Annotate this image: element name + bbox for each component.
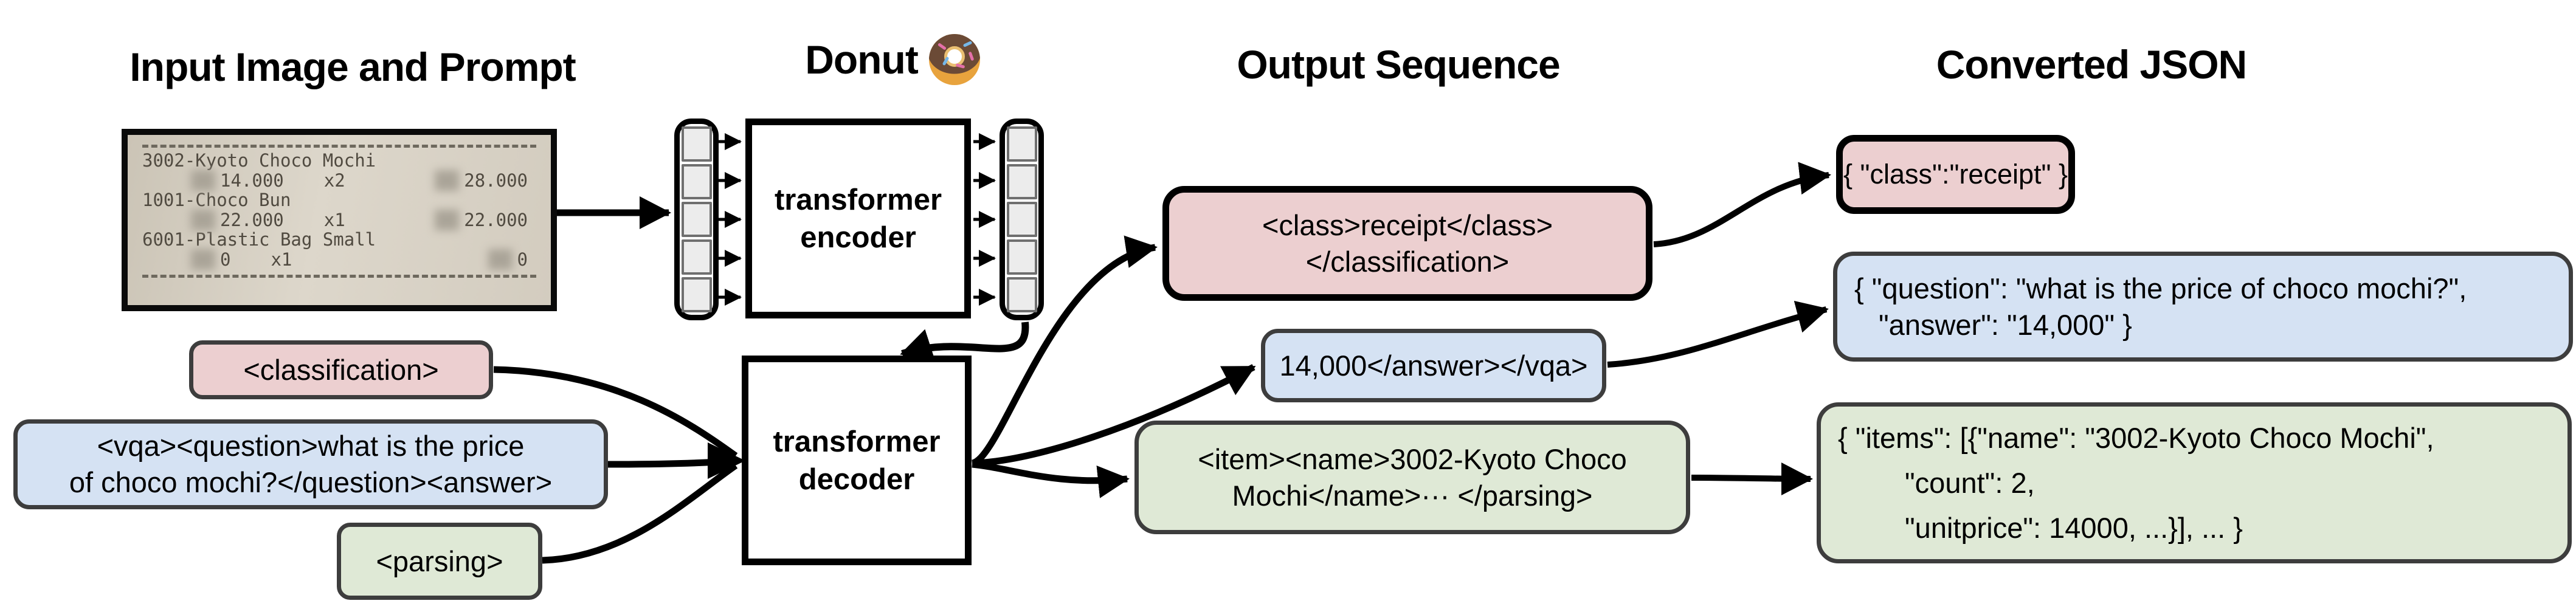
arrow-prompt-classification	[493, 366, 738, 459]
receipt-image: 3002-Kyoto Choco Mochi 14.000 x2 28.000 1…	[122, 129, 557, 311]
donut-icon	[928, 34, 980, 85]
receipt-unitprice: 22.000	[220, 209, 284, 230]
donut-sprinkle	[962, 41, 973, 47]
prompt-classification-box: <classification>	[189, 340, 493, 399]
prompt-classification-text: <classification>	[243, 353, 439, 386]
patch-token	[1006, 164, 1037, 199]
receipt-divider	[142, 275, 536, 278]
redaction-blur	[488, 249, 513, 270]
json-parsing-line3: "unitprice": 14000, ...}], ... }	[1905, 511, 2243, 544]
output-parsing-line2: Mochi</name>··· </parsing>	[1232, 479, 1593, 512]
prompt-vqa-line1: <vqa><question>what is the price	[97, 430, 525, 462]
json-parsing-box: { "items": [{"name": "3002-Kyoto Choco M…	[1817, 402, 2572, 563]
transformer-encoder-box: transformer encoder	[745, 119, 971, 318]
column-title-json: Converted JSON	[1936, 42, 2247, 87]
encoded-patch-tokens	[1000, 119, 1044, 320]
arrow-prompt-parsing	[542, 462, 738, 564]
receipt-unitprice: 0	[220, 249, 231, 270]
json-vqa-box: { "question": "what is the price of choc…	[1833, 252, 2573, 362]
column-title-input: Input Image and Prompt	[129, 44, 576, 89]
prompt-parsing-box: <parsing>	[337, 523, 542, 600]
prompt-vqa-line2: of choco mochi?</question><answer>	[69, 466, 553, 498]
patch-token	[1006, 239, 1037, 275]
arrow-vqa-output-to-json	[1607, 300, 1829, 368]
receipt-total: 22.000	[464, 209, 528, 230]
output-classification-line2: </classification>	[1305, 245, 1510, 278]
decoder-label-line1: transformer	[773, 425, 941, 458]
patch-token	[1006, 277, 1037, 312]
receipt-item-price-row: 14.000 x2 28.000	[142, 170, 536, 191]
redaction-blur	[435, 170, 460, 191]
arrow-decoder-to-class-output	[971, 235, 1158, 467]
donut-sprinkle	[955, 63, 965, 69]
receipt-qty: x1	[271, 249, 292, 270]
receipt-item-price-row: 22.000 x1 22.000	[142, 210, 536, 230]
arrow-encoder-to-decoder	[900, 321, 1029, 361]
redaction-blur	[191, 249, 215, 270]
redaction-blur	[435, 210, 460, 230]
receipt-item-price-row: 0 x1 0	[142, 249, 536, 270]
input-patch-tokens	[674, 119, 719, 320]
json-classification-box: { "class":"receipt" }	[1836, 135, 2075, 214]
patch-token	[681, 239, 712, 275]
redaction-blur	[191, 210, 215, 230]
json-vqa-line2: "answer": "14,000" }	[1879, 308, 2132, 341]
patch-token	[681, 202, 712, 237]
receipt-total: 0	[517, 249, 528, 270]
output-parsing-line1: <item><name>3002-Kyoto Choco	[1198, 442, 1627, 475]
arrow-decoder-to-vqa-output	[972, 364, 1256, 467]
output-vqa-box: 14,000</answer></vqa>	[1261, 329, 1606, 402]
receipt-item-name: 3002-Kyoto Choco Mochi	[142, 150, 376, 171]
patch-token	[681, 164, 712, 199]
json-parsing-line1: { "items": [{"name": "3002-Kyoto Choco M…	[1838, 421, 2434, 454]
json-classification-text: { "class":"receipt" }	[1843, 159, 2068, 190]
receipt-item-name: 6001-Plastic Bag Small	[142, 229, 376, 250]
patch-token	[1006, 126, 1037, 162]
receipt-total: 28.000	[464, 170, 528, 191]
receipt-item-name: 1001-Choco Bun	[142, 190, 291, 210]
transformer-decoder-box: transformer decoder	[742, 356, 972, 565]
redaction-blur	[191, 170, 215, 191]
output-parsing-box: <item><name>3002-Kyoto Choco Mochi</name…	[1134, 421, 1690, 534]
prompt-parsing-text: <parsing>	[376, 545, 503, 577]
column-title-output: Output Sequence	[1237, 42, 1560, 87]
receipt-unitprice: 14.000	[220, 170, 284, 191]
donut-sprinkle	[937, 43, 947, 50]
receipt-qty: x2	[323, 170, 345, 191]
patch-token	[1006, 202, 1037, 237]
arrow-prompts-merge-head	[708, 442, 745, 479]
encoder-label-line1: transformer	[774, 183, 942, 216]
arrow-parsing-output-to-json	[1691, 462, 1813, 495]
output-classification-line1: <class>receipt</class>	[1262, 208, 1553, 241]
output-classification-box: <class>receipt</class> </classification>	[1162, 186, 1652, 301]
patch-token	[681, 277, 712, 312]
donut-sprinkle	[942, 56, 950, 66]
patch-token	[681, 126, 712, 162]
model-title-text: Donut	[805, 37, 919, 82]
json-parsing-line2: "count": 2,	[1905, 466, 2035, 499]
json-vqa-line1: { "question": "what is the price of choc…	[1854, 272, 2467, 304]
arrow-class-output-to-json	[1653, 162, 1831, 247]
arrow-decoder-to-parsing-output	[972, 461, 1130, 498]
output-vqa-text: 14,000</answer></vqa>	[1279, 349, 1588, 382]
donut-sprinkle	[968, 51, 975, 61]
prompt-vqa-box: <vqa><question>what is the price of choc…	[13, 419, 608, 509]
decoder-label-line2: decoder	[798, 462, 915, 496]
encoder-label-line2: encoder	[800, 221, 916, 254]
receipt-divider	[142, 145, 536, 148]
receipt-qty: x1	[323, 209, 345, 230]
column-title-model: Donut	[710, 34, 1075, 85]
